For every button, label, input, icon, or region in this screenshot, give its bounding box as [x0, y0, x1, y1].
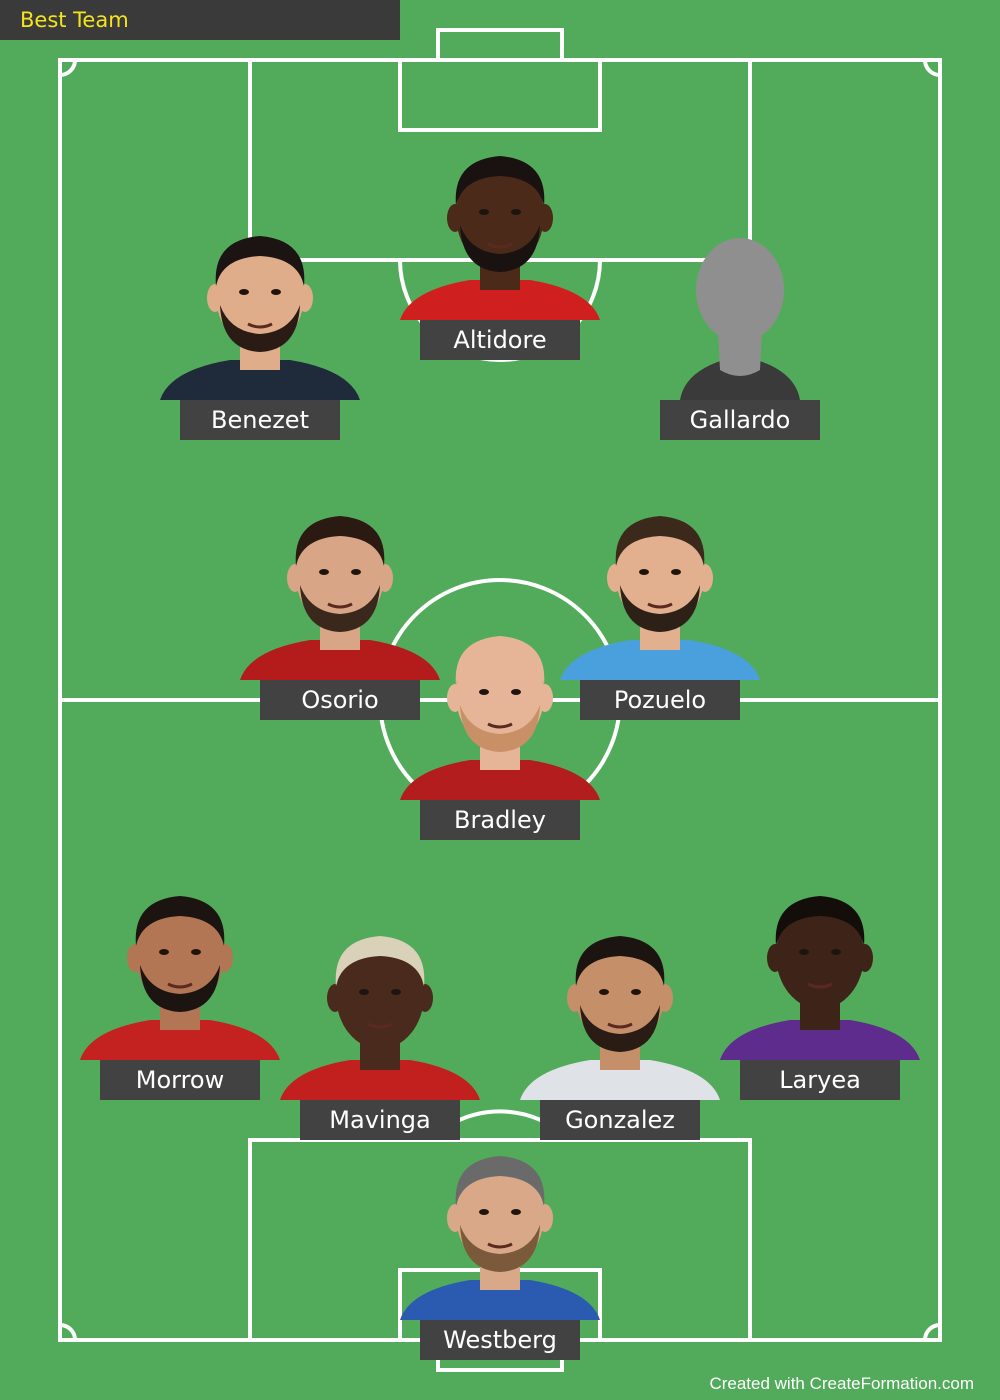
corner-arc-bottom-left — [59, 1323, 77, 1341]
player-photo — [400, 1156, 600, 1320]
player-name-label: Benezet — [180, 400, 340, 440]
player-card[interactable]: Pozuelo — [560, 500, 760, 720]
player-name-label: Morrow — [100, 1060, 260, 1100]
player-photo — [560, 516, 760, 680]
player-card[interactable]: Altidore — [400, 140, 600, 360]
footer-credit[interactable]: Created with CreateFormation.com — [709, 1374, 974, 1393]
player-photo — [280, 936, 480, 1100]
player-card[interactable]: Benezet — [160, 220, 360, 440]
player-name-label: Pozuelo — [580, 680, 740, 720]
player-card[interactable]: Westberg — [400, 1140, 600, 1360]
player-photo — [520, 936, 720, 1100]
team-title-bar: Best Team — [0, 0, 400, 40]
player-name-label: Mavinga — [300, 1100, 460, 1140]
player-photo — [400, 156, 600, 320]
player-photo — [160, 236, 360, 400]
team-title[interactable]: Best Team — [20, 8, 129, 32]
player-card[interactable]: Osorio — [240, 500, 440, 720]
player-photo — [720, 896, 920, 1060]
player-card[interactable]: Mavinga — [280, 920, 480, 1140]
top-goal-area — [398, 58, 602, 132]
player-card[interactable]: Bradley — [400, 620, 600, 840]
player-name-label: Gonzalez — [540, 1100, 700, 1140]
player-card[interactable]: Gallardo — [640, 220, 840, 440]
player-name-label: Bradley — [420, 800, 580, 840]
corner-arc-top-right — [923, 59, 941, 77]
corner-arc-top-left — [59, 59, 77, 77]
player-card[interactable]: Laryea — [720, 880, 920, 1100]
player-name-label: Altidore — [420, 320, 580, 360]
player-name-label: Osorio — [260, 680, 420, 720]
player-name-label: Westberg — [420, 1320, 580, 1360]
corner-arc-bottom-right — [923, 1323, 941, 1341]
player-photo — [80, 896, 280, 1060]
player-name-label: Laryea — [740, 1060, 900, 1100]
player-card[interactable]: Morrow — [80, 880, 280, 1100]
player-card[interactable]: Gonzalez — [520, 920, 720, 1140]
player-photo — [400, 636, 600, 800]
placeholder-silhouette-icon — [680, 238, 800, 400]
player-name-label: Gallardo — [660, 400, 820, 440]
top-goal — [436, 28, 564, 62]
player-photo — [240, 516, 440, 680]
